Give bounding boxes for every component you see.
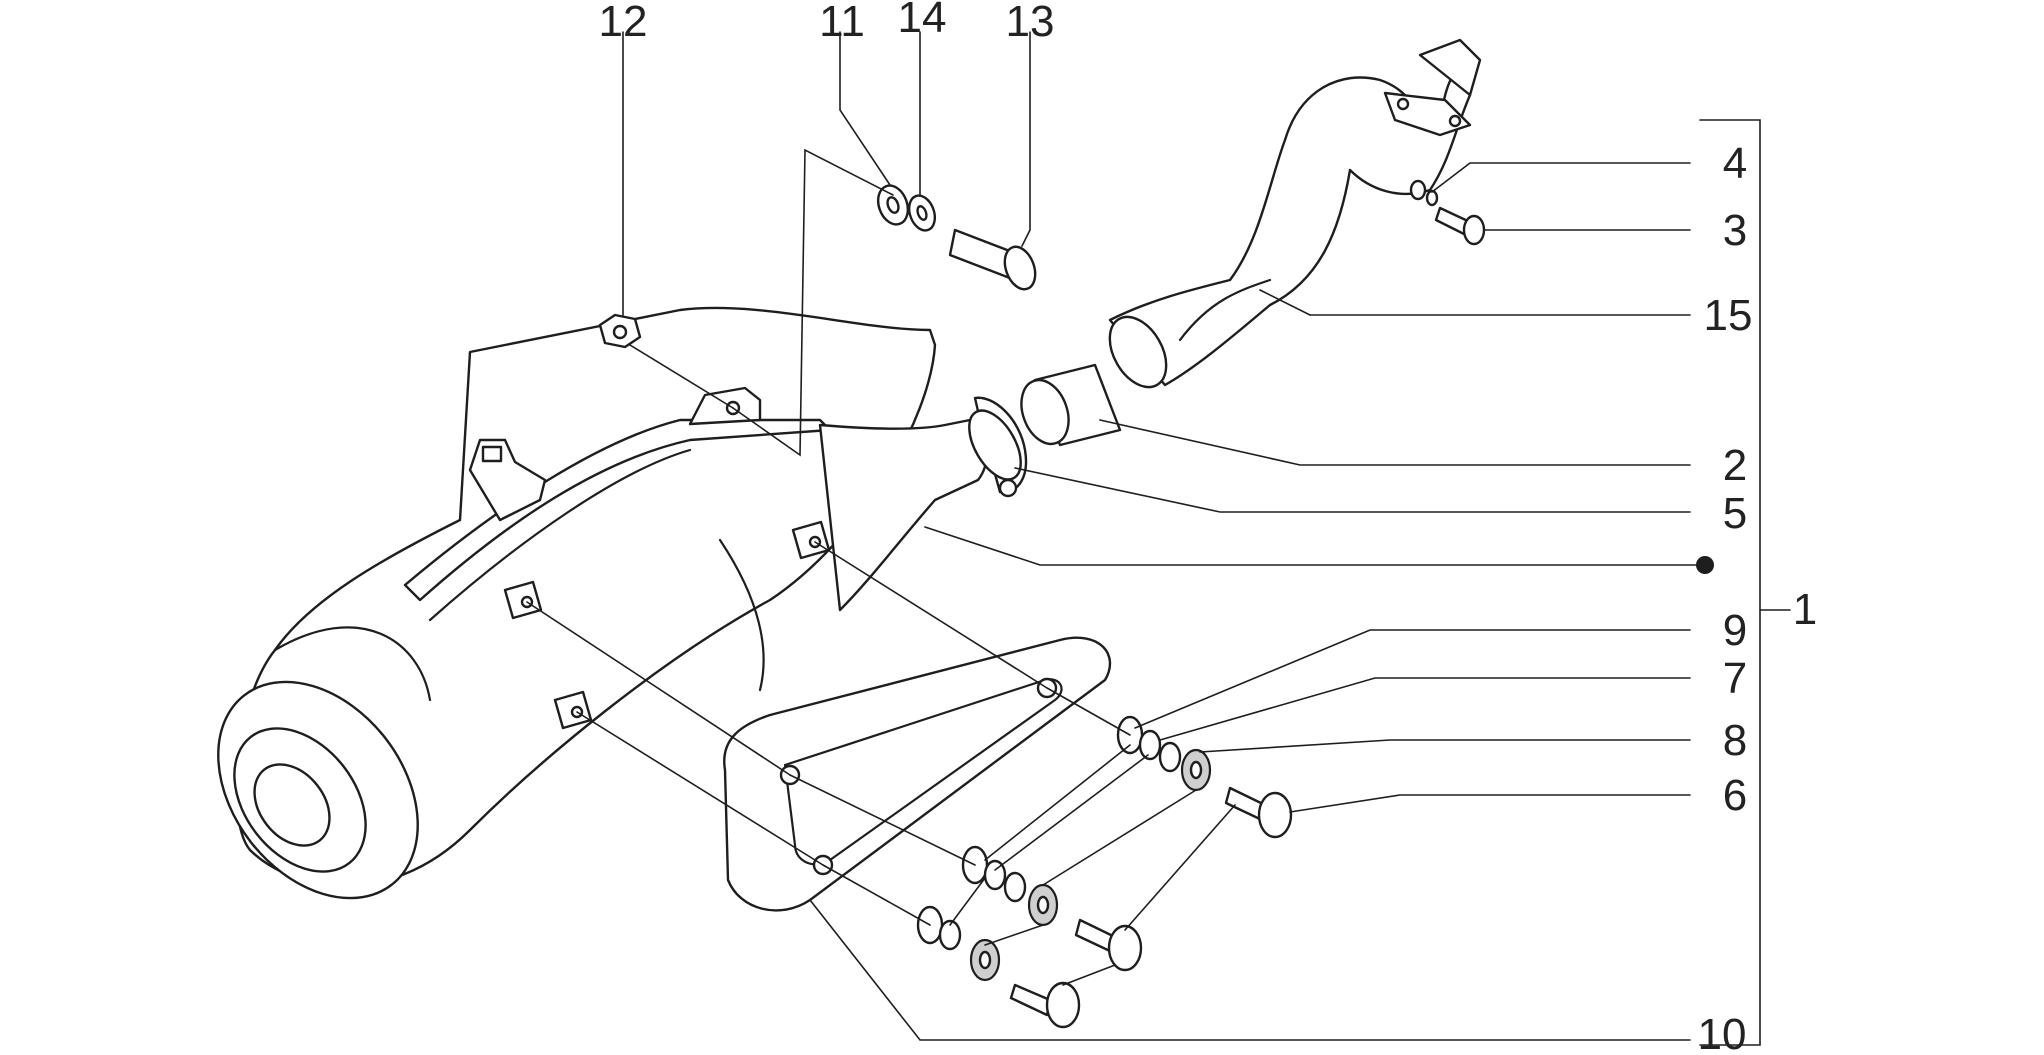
top-bolt-assembly — [876, 184, 1037, 291]
callout-11: 11 — [819, 0, 865, 46]
flange-fasteners — [1409, 179, 1486, 246]
callout-15: 15 — [1704, 291, 1753, 340]
callout-labels: 12 11 14 13 4 3 15 2 5 9 7 8 6 10 1 — [599, 0, 1818, 1055]
exhaust-pipe — [1108, 38, 1482, 389]
pipe-gasket — [1020, 363, 1122, 447]
callout-4: 4 — [1723, 139, 1747, 188]
callout-14: 14 — [898, 0, 947, 42]
callout-3: 3 — [1723, 206, 1747, 255]
callout-12: 12 — [599, 0, 648, 46]
callout-1: 1 — [1793, 585, 1817, 634]
callout-5: 5 — [1723, 489, 1747, 538]
heat-shield — [723, 636, 1112, 912]
callout-6: 6 — [1723, 771, 1747, 820]
callout-10: 10 — [1698, 1010, 1747, 1055]
leader-lines — [526, 31, 1791, 1046]
callout-8: 8 — [1723, 716, 1747, 765]
callout-9: 9 — [1723, 606, 1747, 655]
hex-nut — [598, 313, 642, 349]
inlet-clamp — [968, 396, 1028, 498]
callout-7: 7 — [1723, 654, 1747, 703]
callout-13: 13 — [1006, 0, 1055, 46]
callout-2: 2 — [1723, 441, 1747, 490]
reference-dot — [1696, 556, 1714, 574]
muffler-body — [217, 306, 989, 900]
